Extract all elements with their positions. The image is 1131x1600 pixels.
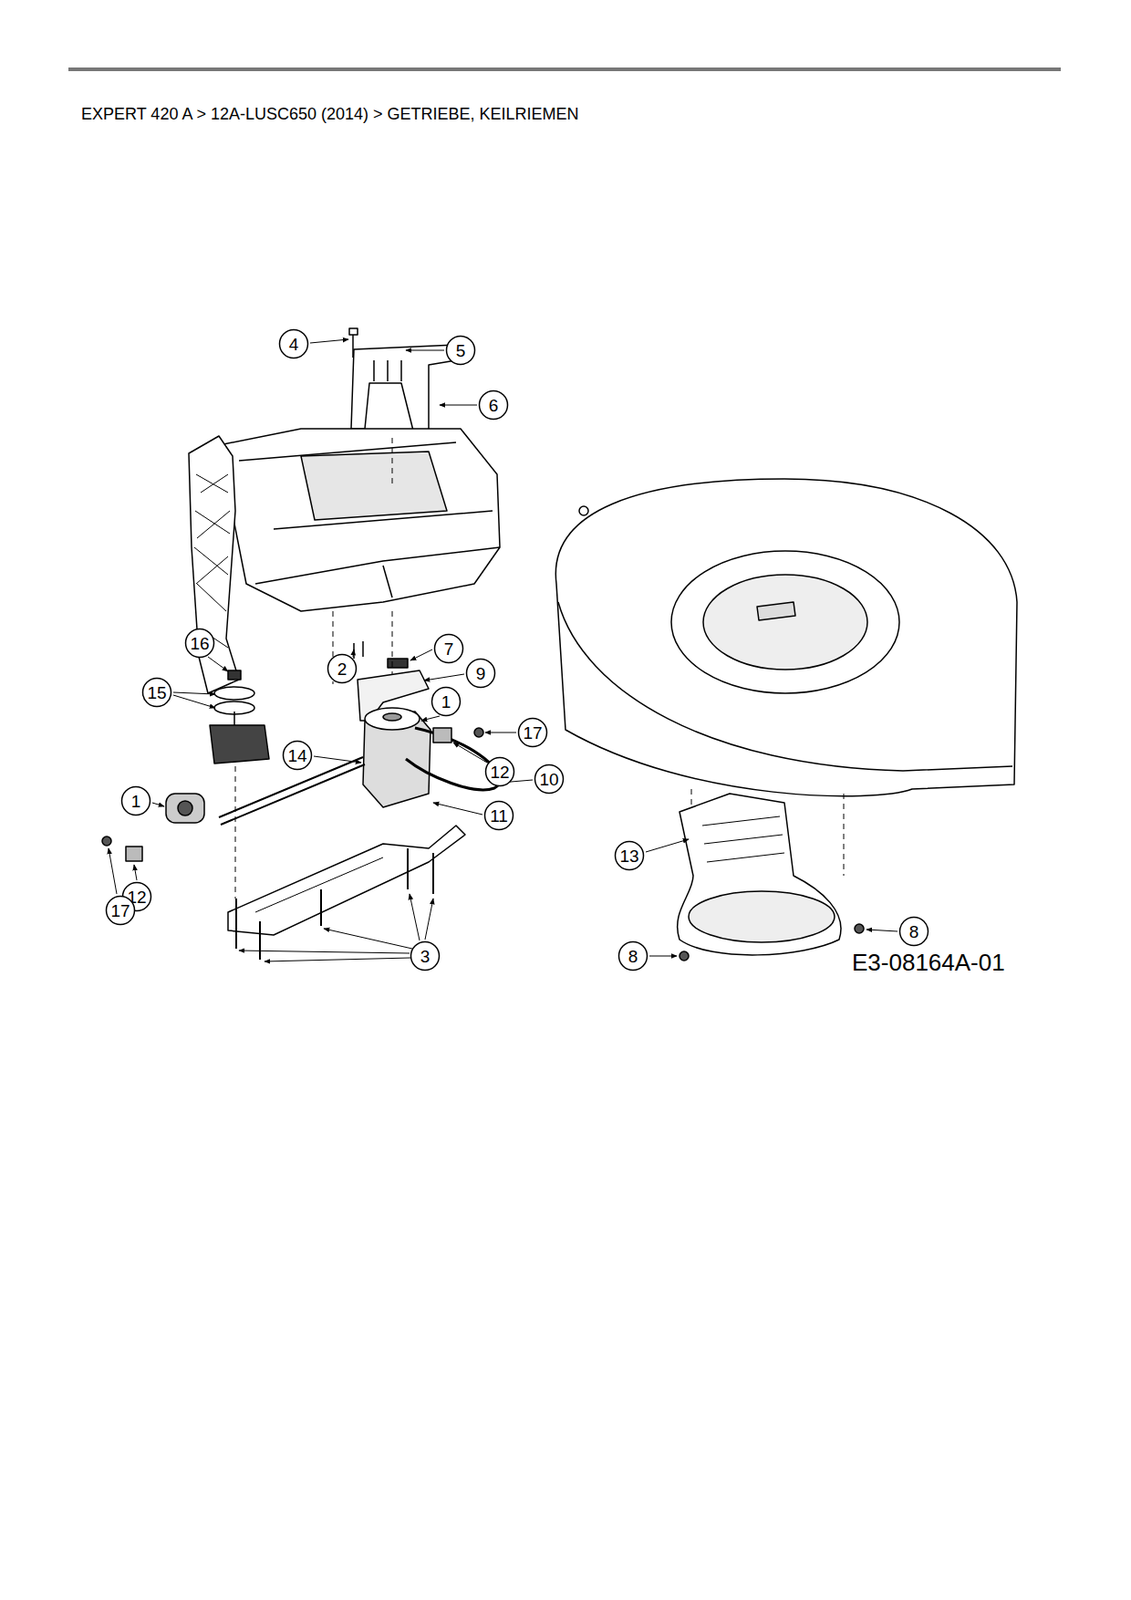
callout-circle: 13 xyxy=(613,840,645,872)
callout-circle: 1 xyxy=(120,785,152,817)
callout-number: 2 xyxy=(326,653,358,685)
callout-circle: 3 xyxy=(409,940,441,972)
callout-circle: 5 xyxy=(445,334,477,366)
callout-circle: 1 xyxy=(430,685,462,717)
callout-circle: 9 xyxy=(465,657,497,689)
callout-circle: 17 xyxy=(517,716,549,748)
breadcrumb-title: EXPERT 420 A > 12A-LUSC650 (2014) > GETR… xyxy=(81,104,580,125)
callout-circle: 2 xyxy=(326,653,358,685)
callout-circle: 16 xyxy=(184,627,216,659)
callout-number: 8 xyxy=(898,915,930,947)
callout-number: 14 xyxy=(281,739,313,771)
callout-number: 9 xyxy=(465,657,497,689)
callout-circle: 4 xyxy=(278,328,310,360)
callout-number: 7 xyxy=(433,632,465,665)
callout-circle: 7 xyxy=(433,632,465,665)
drawing-number: E3-08164A-01 xyxy=(851,948,1006,977)
callout-circle: 6 xyxy=(477,389,509,421)
callout-number: 11 xyxy=(483,799,515,831)
callout-number: 17 xyxy=(517,716,549,748)
callout-number: 12 xyxy=(484,756,516,788)
callout-number: 13 xyxy=(613,840,645,872)
callout-circle: 10 xyxy=(533,763,565,795)
callout-number: 6 xyxy=(477,389,509,421)
callout-number: 17 xyxy=(104,894,136,926)
callout-number: 1 xyxy=(120,785,152,817)
callout-number: 10 xyxy=(533,763,565,795)
callout-circle: 11 xyxy=(483,799,515,831)
callout-number: 15 xyxy=(141,676,173,708)
callout-circle: 15 xyxy=(141,676,173,708)
callout-number: 1 xyxy=(430,685,462,717)
callout-circle: 17 xyxy=(104,894,136,926)
callout-number: 16 xyxy=(184,627,216,659)
callout-circle: 8 xyxy=(898,915,930,947)
callout-number: 3 xyxy=(409,940,441,972)
callout-number: 8 xyxy=(617,940,649,972)
callout-circle: 14 xyxy=(281,739,313,771)
callout-circle: 8 xyxy=(617,940,649,972)
callout-number: 5 xyxy=(445,334,477,366)
callout-circle: 12 xyxy=(484,756,516,788)
callout-number: 4 xyxy=(278,328,310,360)
